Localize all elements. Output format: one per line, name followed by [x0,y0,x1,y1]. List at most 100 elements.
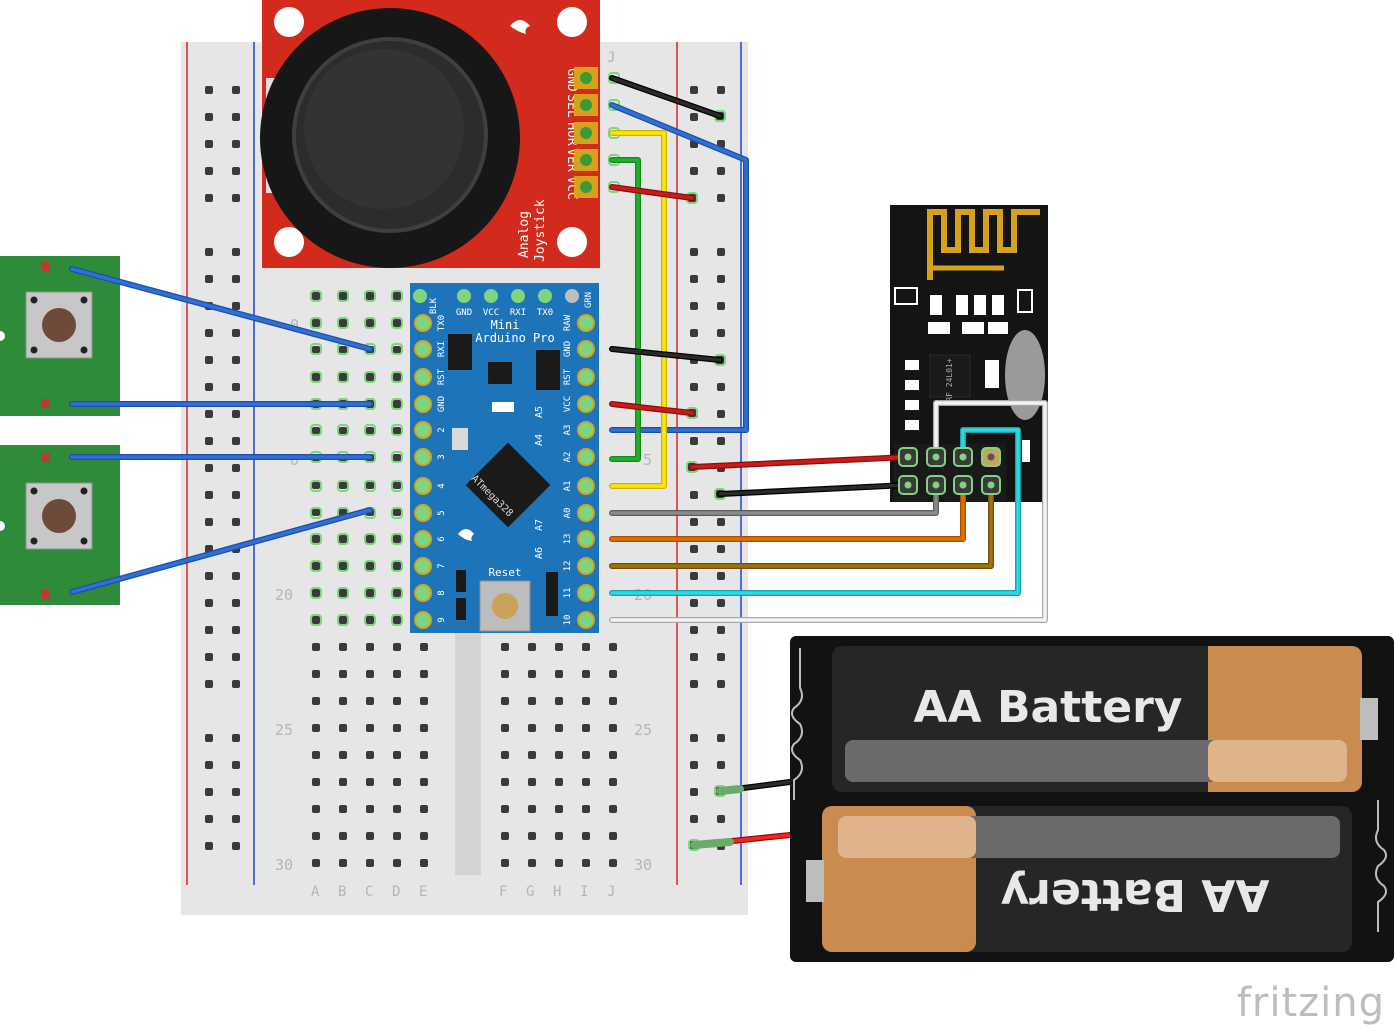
breadboard-hole[interactable] [501,832,509,840]
breadboard-hole[interactable] [339,319,347,327]
breadboard-hole[interactable] [339,346,347,354]
breadboard-hole[interactable] [501,778,509,786]
arduino-left-pin[interactable] [414,395,432,413]
arduino-left-pin[interactable] [414,477,432,495]
breadboard-hole[interactable] [339,589,347,597]
power-rail-hole[interactable] [717,275,725,283]
breadboard-hole[interactable] [393,643,401,651]
breadboard-hole[interactable] [366,616,374,624]
power-rail-hole[interactable] [232,437,240,445]
breadboard-hole[interactable] [393,805,401,813]
breadboard-hole[interactable] [555,643,563,651]
power-rail-hole[interactable] [205,383,213,391]
breadboard-hole[interactable] [312,562,320,570]
power-rail-hole[interactable] [232,329,240,337]
power-rail-hole[interactable] [717,329,725,337]
power-rail-hole[interactable] [232,302,240,310]
breadboard-hole[interactable] [582,832,590,840]
breadboard-hole[interactable] [366,535,374,543]
breadboard-hole[interactable] [420,778,428,786]
power-rail-hole[interactable] [205,788,213,796]
breadboard-hole[interactable] [312,481,320,489]
breadboard-hole[interactable] [582,724,590,732]
breadboard-hole[interactable] [312,697,320,705]
breadboard-hole[interactable] [312,535,320,543]
power-rail-hole[interactable] [232,788,240,796]
arduino-right-pin[interactable] [577,584,595,602]
breadboard-hole[interactable] [528,805,536,813]
breadboard-hole[interactable] [366,373,374,381]
breadboard-hole[interactable] [393,454,401,462]
power-rail-hole[interactable] [232,356,240,364]
power-rail-hole[interactable] [205,626,213,634]
power-rail-hole[interactable] [690,653,698,661]
breadboard-hole[interactable] [366,751,374,759]
breadboard-hole[interactable] [366,643,374,651]
power-rail-hole[interactable] [232,734,240,742]
power-rail-hole[interactable] [717,761,725,769]
arduino-left-pin[interactable] [414,340,432,358]
breadboard-hole[interactable] [393,373,401,381]
breadboard-hole[interactable] [420,805,428,813]
power-rail-hole[interactable] [232,626,240,634]
arduino-top-pin[interactable] [538,289,552,303]
analog-joystick-module[interactable]: GND SEL HOR VER VCC Analog Joystick [260,0,600,268]
breadboard-hole[interactable] [366,832,374,840]
power-rail-hole[interactable] [205,464,213,472]
power-rail-hole[interactable] [205,356,213,364]
push-button-module-2[interactable] [0,445,120,605]
power-rail-hole[interactable] [690,437,698,445]
battery-holder-2xaa[interactable]: AA Battery AA Battery [790,636,1394,962]
power-rail-hole[interactable] [205,437,213,445]
power-rail-hole[interactable] [232,761,240,769]
breadboard-hole[interactable] [393,535,401,543]
breadboard-hole[interactable] [501,751,509,759]
power-rail-hole[interactable] [232,680,240,688]
breadboard-hole[interactable] [393,481,401,489]
breadboard-hole[interactable] [555,670,563,678]
arduino-left-pin[interactable] [414,421,432,439]
power-rail-hole[interactable] [205,734,213,742]
power-rail-hole[interactable] [717,599,725,607]
power-rail-hole[interactable] [205,86,213,94]
breadboard-hole[interactable] [555,724,563,732]
arduino-left-pin[interactable] [414,557,432,575]
breadboard-hole[interactable] [555,859,563,867]
breadboard-hole[interactable] [528,670,536,678]
power-rail-hole[interactable] [717,626,725,634]
breadboard-hole[interactable] [528,724,536,732]
breadboard-hole[interactable] [393,751,401,759]
breadboard-hole[interactable] [312,346,320,354]
breadboard-hole[interactable] [528,697,536,705]
power-rail-hole[interactable] [717,383,725,391]
arduino-left-pin[interactable] [414,314,432,332]
breadboard-hole[interactable] [312,670,320,678]
power-rail-hole[interactable] [690,599,698,607]
breadboard-hole[interactable] [582,697,590,705]
breadboard-hole[interactable] [528,751,536,759]
power-rail-hole[interactable] [690,167,698,175]
arduino-top-pin[interactable] [413,289,427,303]
breadboard-hole[interactable] [312,373,320,381]
breadboard-hole[interactable] [582,670,590,678]
power-rail-hole[interactable] [232,572,240,580]
breadboard-hole[interactable] [339,616,347,624]
breadboard-hole[interactable] [501,643,509,651]
arduino-right-pin[interactable] [577,504,595,522]
breadboard-hole[interactable] [528,832,536,840]
power-rail-hole[interactable] [690,491,698,499]
breadboard-hole[interactable] [366,724,374,732]
breadboard-hole[interactable] [582,751,590,759]
power-rail-hole[interactable] [205,248,213,256]
power-rail-hole[interactable] [205,491,213,499]
breadboard-hole[interactable] [501,670,509,678]
breadboard-hole[interactable] [312,724,320,732]
power-rail-hole[interactable] [717,248,725,256]
power-rail-hole[interactable] [717,572,725,580]
power-rail-hole[interactable] [717,437,725,445]
power-rail-hole[interactable] [690,113,698,121]
breadboard-hole[interactable] [366,319,374,327]
power-rail-hole[interactable] [717,302,725,310]
power-rail-hole[interactable] [205,194,213,202]
power-rail-hole[interactable] [717,167,725,175]
